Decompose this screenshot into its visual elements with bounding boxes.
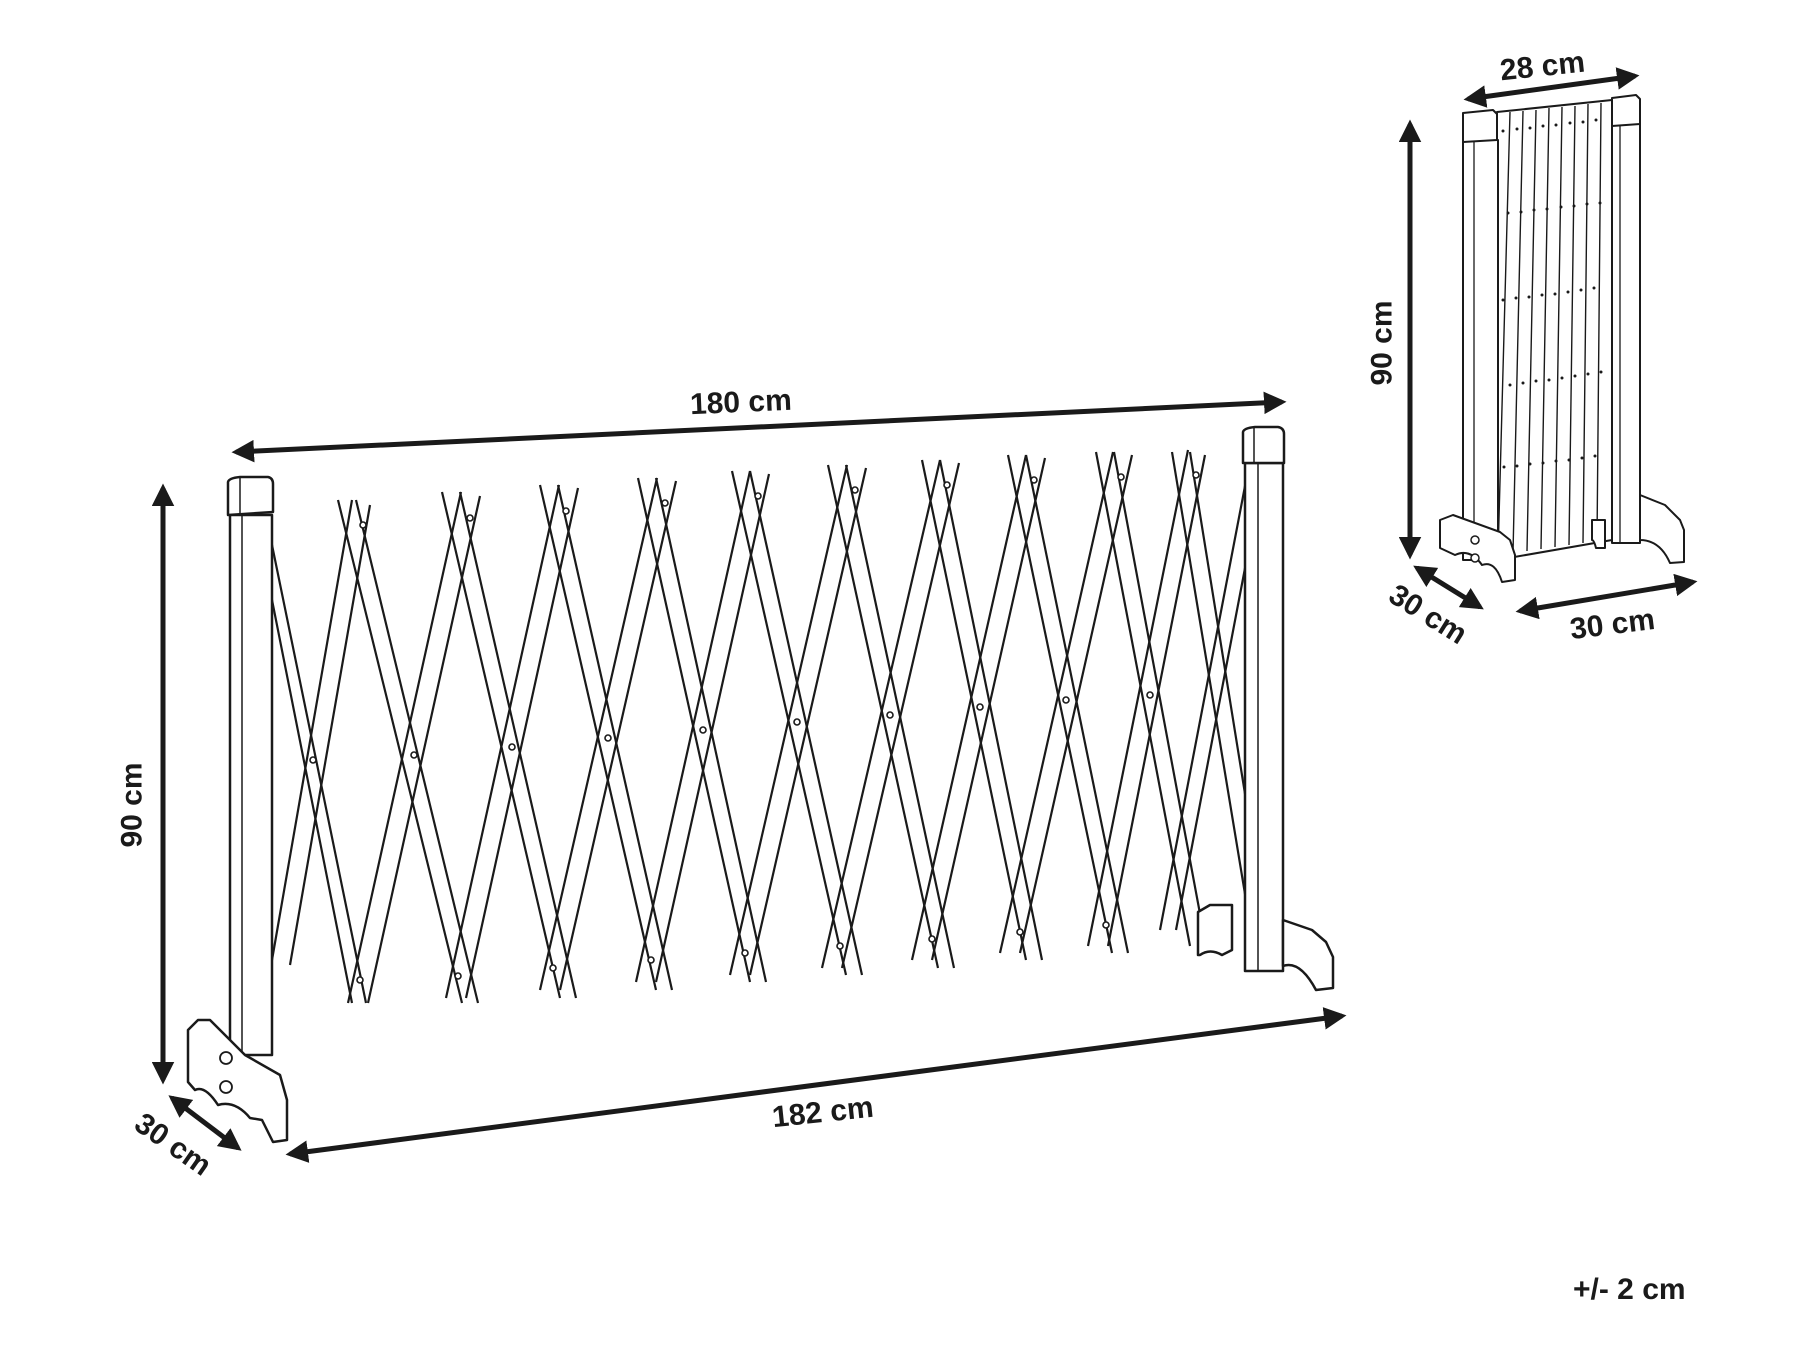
folded-dimension-arrows: [1398, 67, 1698, 620]
folded-height-90-label: 90 cm: [1365, 300, 1399, 386]
pivot-dots: [309, 471, 1200, 984]
folded-left-foot: [1439, 514, 1516, 583]
folded-right-foot: [1639, 494, 1685, 564]
tolerance-note: +/- 2 cm: [1573, 1273, 1686, 1306]
width-28-arrow: [1463, 67, 1640, 108]
folded-base-30-arrow: [1515, 573, 1698, 620]
base-182-arrow: [285, 1007, 1347, 1163]
folded-pivot-dots: [1501, 118, 1603, 469]
height-90-label: 90 cm: [115, 762, 149, 848]
main-dimension-arrows: [151, 391, 1347, 1163]
right-foot-front: [1281, 918, 1335, 992]
right-post: [1241, 425, 1286, 973]
folded-depth-30-arrow: [1413, 565, 1484, 610]
folded-gate: [1439, 94, 1685, 583]
lattice: [270, 449, 1260, 1004]
depth-30-arrow: [168, 1095, 242, 1151]
width-180-arrow: [231, 391, 1287, 463]
main-gate: [186, 425, 1335, 1144]
left-post: [226, 475, 275, 1057]
right-foot-back: [1196, 903, 1234, 957]
width-180-label: 180 cm: [689, 383, 793, 422]
